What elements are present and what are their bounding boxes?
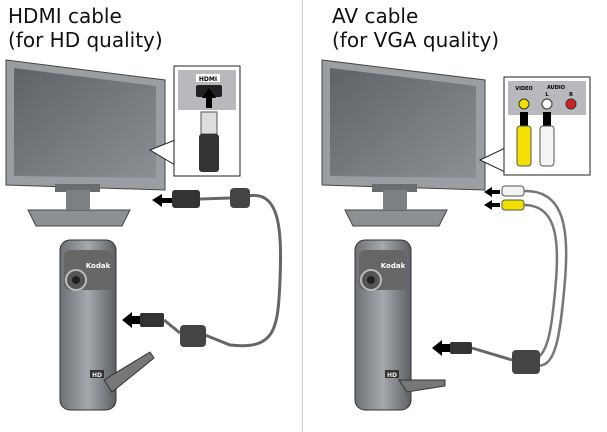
audio-left-label: L (545, 92, 549, 98)
av-title: AV cable (for VGA quality) (332, 4, 499, 52)
panel-divider (302, 0, 303, 432)
audio-right-port (565, 98, 577, 110)
audio-label: AUDIO (547, 85, 565, 91)
camera-brand: Kodak (86, 262, 111, 270)
audio-left-port (541, 98, 553, 110)
av-title-line1: AV cable (332, 4, 419, 28)
hdmi-title-line1: HDMI cable (8, 4, 122, 28)
camera-brand: Kodak (381, 262, 406, 270)
audio-right-label: R (569, 92, 573, 98)
hdmi-port-label: HDMI (199, 76, 217, 83)
video-port (518, 98, 530, 110)
hdmi-port-callout: HDMI (148, 65, 241, 177)
hdmi-title-line2: (for HD quality) (8, 28, 163, 52)
av-camera: Kodak HD (354, 239, 446, 411)
av-cable (450, 185, 568, 374)
av-port-callout: VIDEO AUDIO L R (478, 76, 591, 176)
video-label: VIDEO (515, 86, 533, 92)
hdmi-camera: Kodak HD (59, 239, 155, 411)
av-tv (321, 59, 486, 227)
camera-badge: HD (92, 372, 102, 379)
arrow-icon (432, 340, 450, 356)
hdmi-title: HDMI cable (for HD quality) (8, 4, 163, 52)
camera-badge: HD (387, 372, 397, 379)
arrow-icon (484, 187, 500, 197)
hdmi-tv (5, 59, 166, 227)
arrow-icon (152, 194, 172, 207)
av-title-line2: (for VGA quality) (332, 28, 500, 52)
arrow-icon (484, 200, 500, 210)
arrow-icon (122, 312, 140, 328)
hdmi-cable (140, 188, 283, 348)
